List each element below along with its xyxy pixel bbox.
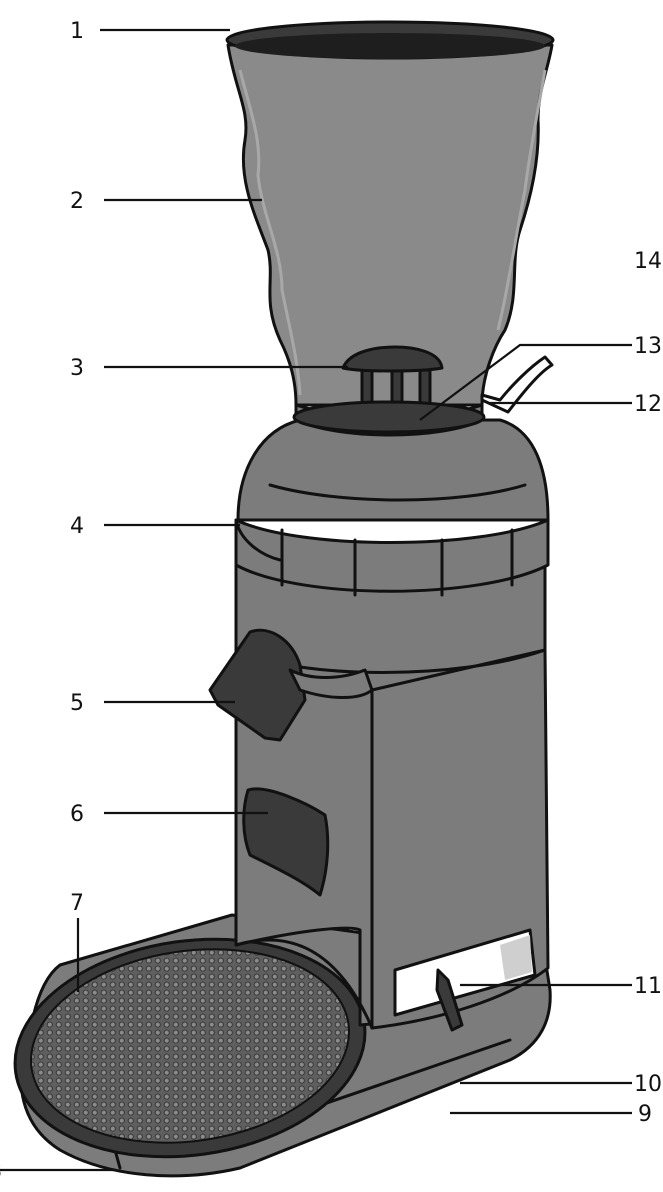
chute <box>208 628 374 742</box>
switch-lever <box>242 787 330 897</box>
chute-body <box>208 628 307 742</box>
callout-2: 2 <box>70 189 84 214</box>
ring-ridges <box>280 528 514 597</box>
settings-window <box>393 928 537 1032</box>
callout-12: 12 <box>634 392 662 417</box>
callout-3: 3 <box>70 356 84 381</box>
callout-9: 9 <box>638 1102 652 1127</box>
callout-11: 11 <box>634 974 662 999</box>
callout-7: 7 <box>70 891 84 916</box>
drip-tray-mesh <box>30 948 350 1144</box>
body-front-panel <box>370 648 550 1030</box>
callout-14: 14 <box>634 249 662 274</box>
leader-lines <box>0 28 632 1172</box>
callout-6: 6 <box>70 802 84 827</box>
window-indicator <box>435 968 464 1032</box>
ring-top-line <box>268 483 527 502</box>
window-shade <box>500 935 532 980</box>
ring-band <box>234 518 550 593</box>
bean-guide-cap <box>341 345 444 373</box>
switch <box>242 787 330 897</box>
bean-guide <box>341 345 444 417</box>
hopper-rim-inner <box>235 33 545 59</box>
body-front-edge <box>234 938 374 1030</box>
burr-opening <box>292 400 486 434</box>
callout-numbers: 1 2 3 4 5 6 7 8 9 10 11 12 13 14 <box>0 19 662 1184</box>
adjustment-ring <box>234 418 550 597</box>
lock-lever <box>480 355 554 414</box>
callout-1: 1 <box>70 19 84 44</box>
callout-8: 8 <box>0 1159 2 1184</box>
chute-mount <box>288 668 374 699</box>
burr-housing <box>292 355 554 437</box>
hopper-highlight-left <box>238 69 302 396</box>
callout-4: 4 <box>70 514 84 539</box>
drip-tray <box>13 937 367 1159</box>
callout-13: 13 <box>634 334 662 359</box>
callout-10: 10 <box>634 1072 662 1097</box>
callout-5: 5 <box>70 691 84 716</box>
window-frame <box>393 928 537 1017</box>
hopper-highlight-right <box>496 69 547 331</box>
hopper <box>225 20 555 407</box>
